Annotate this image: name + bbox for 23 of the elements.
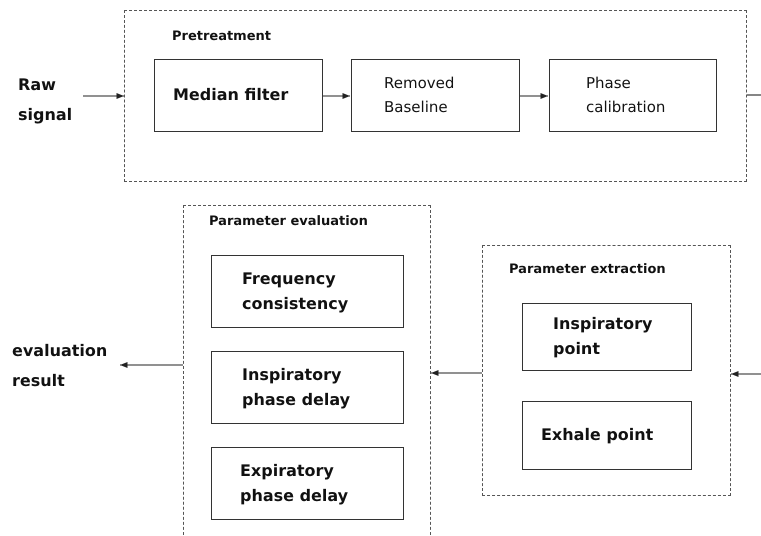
process-box: Exhale point	[522, 401, 692, 470]
process-box: Inspiratory phase delay	[211, 351, 404, 424]
arrow	[120, 362, 183, 368]
connector-line	[747, 94, 761, 96]
group-title: Parameter extraction	[509, 262, 666, 277]
arrow	[322, 92, 350, 100]
group-title: Pretreatment	[172, 29, 272, 44]
arrow	[519, 92, 548, 100]
process-box: Median filter	[154, 59, 323, 132]
process-box: Phase calibration	[549, 59, 717, 132]
dashed-group-frame	[183, 205, 431, 536]
arrow	[731, 370, 761, 378]
process-box: Frequency consistency	[211, 255, 404, 328]
group-title: Parameter evaluation	[209, 214, 368, 229]
text-label: evaluation result	[12, 330, 132, 402]
text-label: Raw signal	[18, 70, 88, 130]
arrow	[431, 370, 482, 376]
process-box: Inspiratory point	[522, 303, 692, 371]
process-box: Removed Baseline	[351, 59, 520, 132]
dashed-group-frame	[124, 10, 747, 182]
dashed-group-frame	[482, 245, 731, 496]
process-box: Expiratory phase delay	[211, 447, 404, 520]
arrow	[83, 92, 124, 100]
